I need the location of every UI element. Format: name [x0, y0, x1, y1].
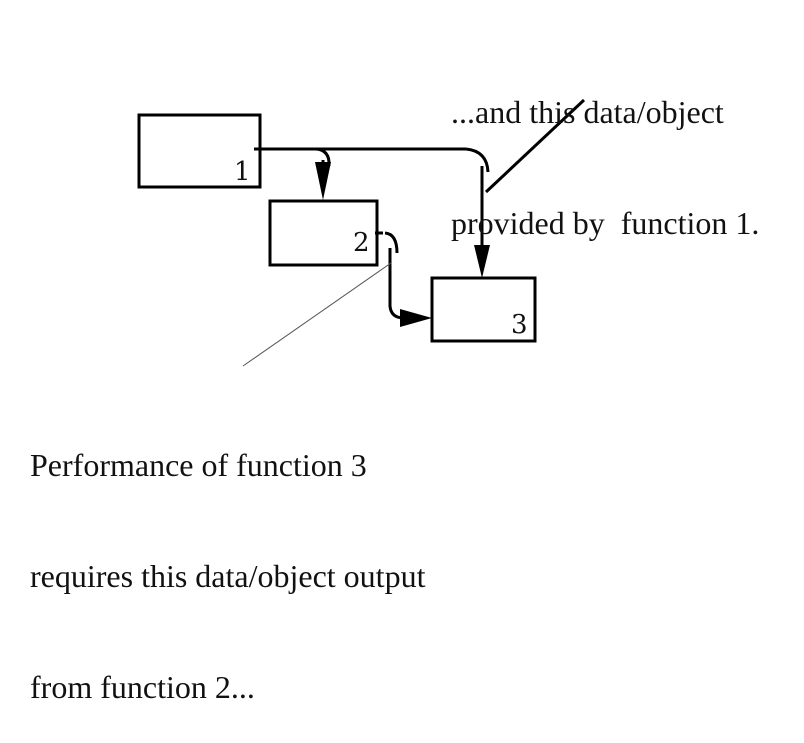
function-box-1: 1 [137, 113, 262, 189]
callout-top-leader [484, 98, 586, 194]
function-box-2-label: 2 [353, 228, 370, 258]
arrowhead-1-to-3-icon [474, 245, 490, 278]
function-box-1-frame [137, 113, 262, 189]
callout-top-line: provided by function 1. [451, 205, 760, 241]
diagram-canvas: 1 2 3 [137, 98, 586, 367]
function-box-3: 3 [430, 276, 537, 343]
function-box-2: 2 [268, 199, 379, 267]
callout-bottom-line: from function 2... [30, 669, 255, 705]
flow-hop-2-to-3 [384, 231, 399, 254]
callout-top: ...and this data/object provided by func… [451, 20, 759, 279]
arrowhead-1-to-2-icon [315, 162, 331, 200]
callout-top-line: ...and this data/object [451, 94, 724, 130]
arrowhead-2-to-3-icon [400, 309, 432, 327]
flow-line-2-to-3 [388, 248, 405, 320]
flow-hop-1-to-3 [465, 147, 490, 173]
callout-bottom-line: Performance of function 3 [30, 447, 367, 483]
function-box-2-frame [268, 199, 379, 267]
function-box-3-label: 3 [511, 310, 528, 340]
callout-bottom: Performance of function 3 requires this … [30, 373, 425, 743]
callout-bottom-leader [242, 262, 392, 367]
callout-bottom-line: requires this data/object output [30, 558, 426, 594]
function-box-1-label: 1 [234, 157, 251, 187]
function-box-3-frame [430, 276, 537, 343]
